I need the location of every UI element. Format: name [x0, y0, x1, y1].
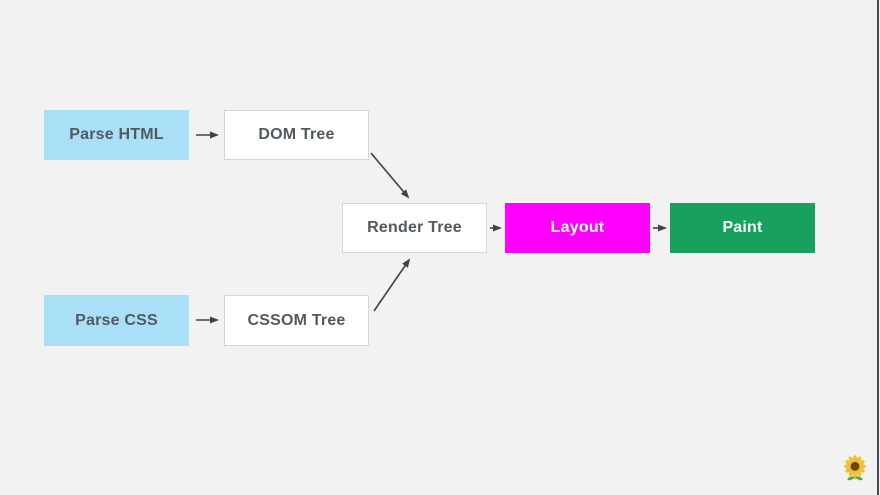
- node-dom-tree: DOM Tree: [224, 110, 369, 160]
- node-render-tree: Render Tree: [342, 203, 487, 253]
- node-parse-html: Parse HTML: [44, 110, 189, 160]
- node-layout: Layout: [505, 203, 650, 253]
- sunflower-icon: [843, 455, 867, 481]
- node-label-cssom-tree: CSSOM Tree: [247, 311, 346, 329]
- node-parse-css: Parse CSS: [44, 295, 189, 346]
- node-label-dom-tree: DOM Tree: [258, 126, 335, 143]
- node-label-layout: Layout: [550, 219, 605, 236]
- arrow-cssom-tree-to-render-tree: [373, 258, 411, 312]
- node-label-render-tree: Render Tree: [367, 219, 462, 236]
- screen-edge-line: [877, 0, 879, 495]
- node-label-parse-html: Parse HTML: [69, 126, 164, 143]
- node-label-paint: Paint: [722, 219, 763, 236]
- arrow-dom-tree-to-render-tree: [370, 152, 410, 199]
- node-paint: Paint: [670, 203, 815, 253]
- node-cssom-tree: CSSOM Tree: [224, 295, 369, 346]
- node-label-parse-css: Parse CSS: [75, 311, 158, 329]
- sunflower-center: [850, 461, 860, 471]
